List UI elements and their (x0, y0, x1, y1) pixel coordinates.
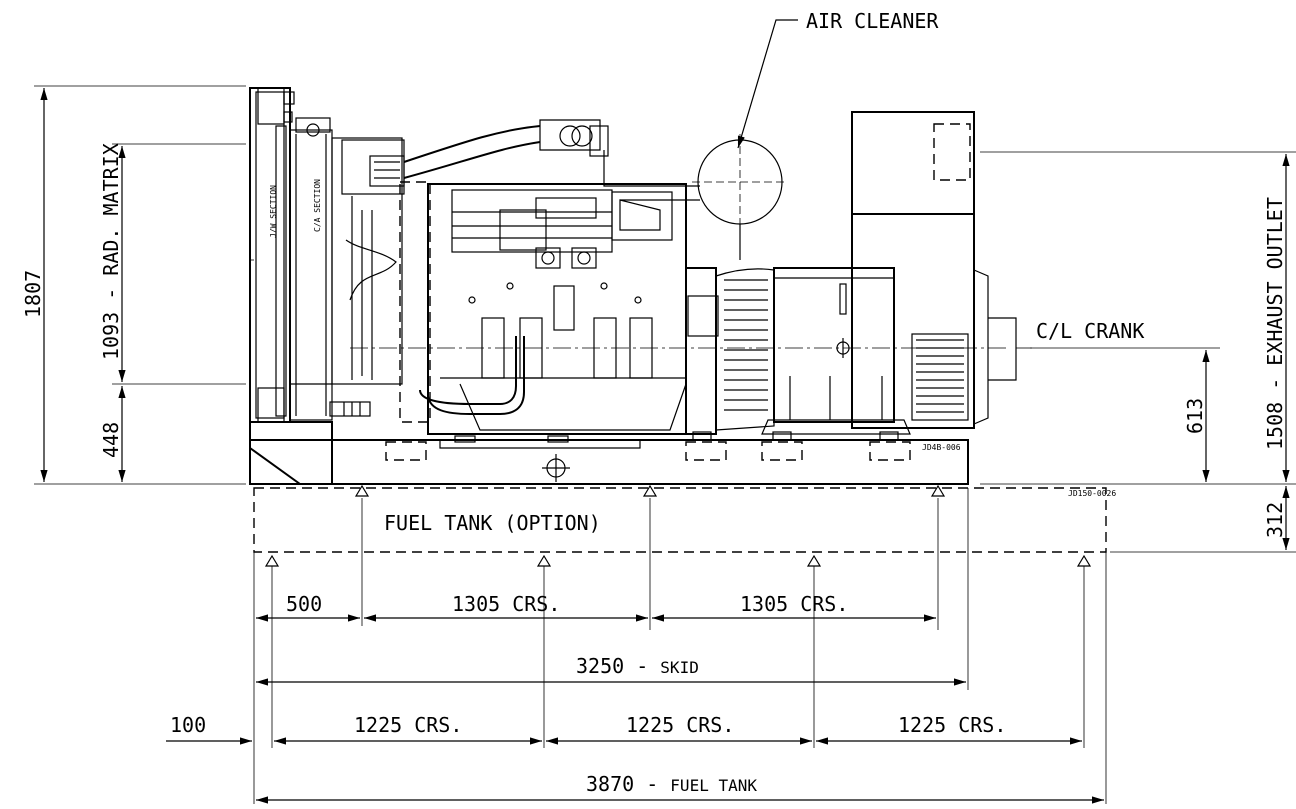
fuel-tank-outline: FUEL TANK (OPTION) JD150-0026 JD4B-006 (253, 443, 1116, 567)
cl-crank-label: C/L CRANK (1036, 319, 1144, 343)
terminal-box-louvres (916, 339, 964, 413)
alternator (761, 111, 1017, 435)
offset-100-dim: 100 (170, 713, 206, 737)
genset-outline (249, 421, 969, 485)
fuel-tank-dim-value: 3870 - (586, 772, 670, 796)
air-cleaner-leader: AIR CLEANER (737, 9, 939, 149)
dimension-lines (34, 85, 1296, 804)
fuel-tank-dim: 3870 - FUEL TANK (586, 772, 757, 796)
air-cleaner-label: AIR CLEANER (806, 9, 939, 33)
crs-1225-c-dim: 1225 CRS. (898, 713, 1006, 737)
rad-matrix-dim: 1093 - RAD. MATRIX (99, 143, 123, 360)
crs-1225-a-dim: 1225 CRS. (354, 713, 462, 737)
lower-height-dim: 448 (99, 422, 123, 458)
fuel-tank-option-label: FUEL TANK (OPTION) (384, 511, 601, 535)
skid-dim-value: 3250 - (576, 654, 660, 678)
skid-dim: 3250 - SKID (576, 654, 699, 678)
air-cleaner (620, 134, 788, 260)
tank-height-dim: 312 (1263, 502, 1287, 538)
drawing-number: JD150-0026 (1068, 489, 1116, 498)
fuel-tank-dim-word: FUEL TANK (670, 776, 757, 795)
small-tag: JD4B-006 (922, 443, 961, 452)
offset-500-dim: 500 (286, 592, 322, 616)
exhaust-outlet-dim: 1508 - EXHAUST OUTLET (1263, 197, 1287, 450)
skid-dim-word: SKID (660, 658, 699, 677)
overall-height-dim: 1807 (21, 270, 45, 318)
radiator: J/W SECTION C/A SECTION (249, 87, 371, 423)
crank-height-dim: 613 (1183, 398, 1207, 434)
ca-section-label: C/A SECTION (313, 179, 322, 232)
crs-1305-a-dim: 1305 CRS. (452, 592, 560, 616)
crs-1305-b-dim: 1305 CRS. (740, 592, 848, 616)
alternator-louvres (724, 279, 768, 411)
jw-section-label: J/W SECTION (269, 185, 278, 238)
engine (331, 119, 1010, 435)
crs-1225-b-dim: 1225 CRS. (626, 713, 734, 737)
